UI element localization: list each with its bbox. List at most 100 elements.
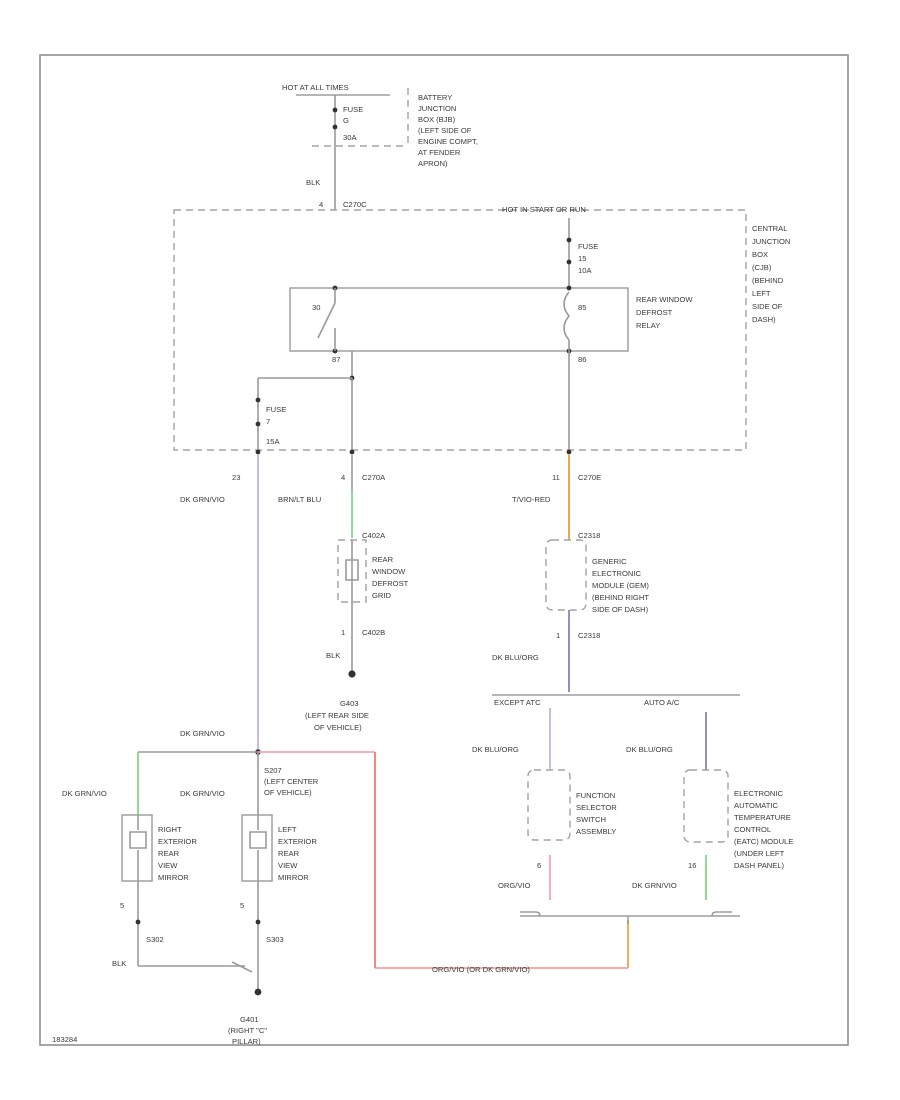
svg-text:SWITCH: SWITCH <box>576 815 606 824</box>
svg-text:MODULE (GEM): MODULE (GEM) <box>592 581 649 590</box>
svg-text:RELAY: RELAY <box>636 321 660 330</box>
grid-conn: C402A <box>362 531 386 540</box>
fuse-7-label: FUSE 7 15A <box>266 405 286 446</box>
left-mirror-desc: LEFT EXTERIOR REAR VIEW MIRROR <box>278 825 317 882</box>
middle-branch-conn: C270A <box>362 473 386 482</box>
right-mirror-wire-label: DK GRN/VIO <box>62 789 107 798</box>
svg-text:RIGHT: RIGHT <box>158 825 182 834</box>
left-mirror-conn: S303 <box>266 935 284 944</box>
function-selector-switch-assembly <box>527 769 571 841</box>
left-mirror-pin: 5 <box>240 901 244 910</box>
svg-text:SIDE OF DASH): SIDE OF DASH) <box>592 605 649 614</box>
svg-text:G403: G403 <box>340 699 359 708</box>
mirror-feed-wire-label: DK GRN/VIO <box>180 729 225 738</box>
auto-ac-label: AUTO A/C <box>644 698 680 707</box>
svg-text:FUSE: FUSE <box>578 242 598 251</box>
svg-text:(EATC) MODULE: (EATC) MODULE <box>734 837 793 846</box>
svg-text:REAR: REAR <box>278 849 300 858</box>
gem-out-wire: DK BLU/ORG <box>492 653 539 662</box>
fss-out-wire: ORG/VIO <box>498 881 531 890</box>
svg-text:CONTROL: CONTROL <box>734 825 771 834</box>
right-branch-conn: C270E <box>578 473 601 482</box>
svg-text:(LEFT CENTER: (LEFT CENTER <box>264 777 319 786</box>
fss-pin: 6 <box>537 861 541 870</box>
diagram-code: 183284 <box>52 1035 77 1044</box>
relay-pin-86: 86 <box>578 355 586 364</box>
right-branch-wire-label: T/VIO-RED <box>512 495 551 504</box>
svg-text:WINDOW: WINDOW <box>372 567 406 576</box>
svg-text:JUNCTION: JUNCTION <box>418 104 456 113</box>
hot-in-start-run-label: HOT IN START OR RUN <box>502 205 586 214</box>
generic-electronic-module <box>545 539 587 611</box>
svg-text:(LEFT REAR SIDE: (LEFT REAR SIDE <box>305 711 369 720</box>
except-atc-label: EXCEPT ATC <box>494 698 541 707</box>
fss-desc: FUNCTION SELECTOR SWITCH ASSEMBLY <box>576 791 617 836</box>
svg-text:ELECTRONIC: ELECTRONIC <box>592 569 641 578</box>
relay-pin-87: 87 <box>332 355 340 364</box>
central-junction-box-outline <box>173 209 747 451</box>
eatc-desc: ELECTRONIC AUTOMATIC TEMPERATURE CONTROL… <box>734 789 793 870</box>
grid-conn2: C402B <box>362 628 385 637</box>
relay-desc: REAR WINDOW DEFROST RELAY <box>636 295 693 330</box>
svg-text:MIRROR: MIRROR <box>158 873 189 882</box>
svg-text:AT FENDER: AT FENDER <box>418 148 461 157</box>
relay-coil <box>563 291 571 341</box>
diagram-frame <box>39 54 849 1046</box>
svg-text:BATTERY: BATTERY <box>418 93 452 102</box>
svg-text:(CJB): (CJB) <box>752 263 772 272</box>
svg-text:AUTOMATIC: AUTOMATIC <box>734 801 779 810</box>
left-exterior-rear-view-mirror <box>241 814 273 882</box>
gem-desc: GENERIC ELECTRONIC MODULE (GEM) (BEHIND … <box>592 557 649 614</box>
ground-g403-label: G403 (LEFT REAR SIDE OF VEHICLE) <box>305 699 369 732</box>
right-mirror-conn: S302 <box>146 935 164 944</box>
rear-window-defrost-relay <box>289 287 629 352</box>
svg-text:ASSEMBLY: ASSEMBLY <box>576 827 616 836</box>
middle-branch-wire-label: BRN/LT BLU <box>278 495 321 504</box>
svg-text:SIDE OF: SIDE OF <box>752 302 783 311</box>
ground-g401-symbol <box>254 988 262 996</box>
right-mirror-desc: RIGHT EXTERIOR REAR VIEW MIRROR <box>158 825 197 882</box>
grid-ground-wire: BLK <box>326 651 340 660</box>
svg-text:TEMPERATURE: TEMPERATURE <box>734 813 791 822</box>
svg-text:SELECTOR: SELECTOR <box>576 803 617 812</box>
svg-text:G401: G401 <box>240 1015 259 1024</box>
pin-4-c270c: 4 <box>319 200 323 209</box>
left-branch-wire-label: DK GRN/VIO <box>180 495 225 504</box>
svg-text:(RIGHT "C": (RIGHT "C" <box>228 1026 267 1035</box>
wire-blk-feed: BLK <box>306 178 320 187</box>
gem-conn: C2318 <box>578 531 600 540</box>
central-junction-box-desc: CENTRAL JUNCTION BOX (CJB) (BEHIND LEFT … <box>752 224 790 324</box>
relay-pin-85: 85 <box>578 303 586 312</box>
relay-switch-contact <box>317 302 336 339</box>
fuse-15-label: FUSE 15 10A <box>578 242 598 275</box>
svg-text:APRON): APRON) <box>418 159 448 168</box>
fuse-g-line2: G <box>343 116 349 125</box>
svg-text:VIEW: VIEW <box>158 861 178 870</box>
right-exterior-rear-view-mirror <box>121 814 153 882</box>
svg-text:REAR: REAR <box>372 555 394 564</box>
left-mirror-wire-label: DK GRN/VIO <box>180 789 225 798</box>
svg-text:EXTERIOR: EXTERIOR <box>278 837 317 846</box>
svg-text:OF VEHICLE): OF VEHICLE) <box>314 723 362 732</box>
svg-text:BOX (BJB): BOX (BJB) <box>418 115 456 124</box>
svg-text:PILLAR): PILLAR) <box>232 1037 261 1046</box>
svg-text:S207: S207 <box>264 766 282 775</box>
ground-g403-symbol <box>348 670 356 678</box>
relay-pin-30: 30 <box>312 303 320 312</box>
svg-text:10A: 10A <box>578 266 592 275</box>
eatc-wire-label: DK BLU/ORG <box>626 745 673 754</box>
svg-text:FUNCTION: FUNCTION <box>576 791 615 800</box>
fuse-g-line3: 30A <box>343 133 357 142</box>
svg-text:REAR WINDOW: REAR WINDOW <box>636 295 693 304</box>
svg-text:LEFT: LEFT <box>278 825 297 834</box>
svg-text:REAR: REAR <box>158 849 180 858</box>
mirror-ground-wire: BLK <box>112 959 126 968</box>
svg-text:(BEHIND RIGHT: (BEHIND RIGHT <box>592 593 649 602</box>
svg-text:MIRROR: MIRROR <box>278 873 309 882</box>
ground-g401-label: G401 (RIGHT "C" PILLAR) <box>228 1015 267 1046</box>
eatc-pin: 16 <box>688 861 696 870</box>
middle-branch-pin: 4 <box>341 473 345 482</box>
splice-s207-label: S207 (LEFT CENTER OF VEHICLE) <box>264 766 319 797</box>
svg-text:(UNDER LEFT: (UNDER LEFT <box>734 849 785 858</box>
svg-text:OF VEHICLE): OF VEHICLE) <box>264 788 312 797</box>
